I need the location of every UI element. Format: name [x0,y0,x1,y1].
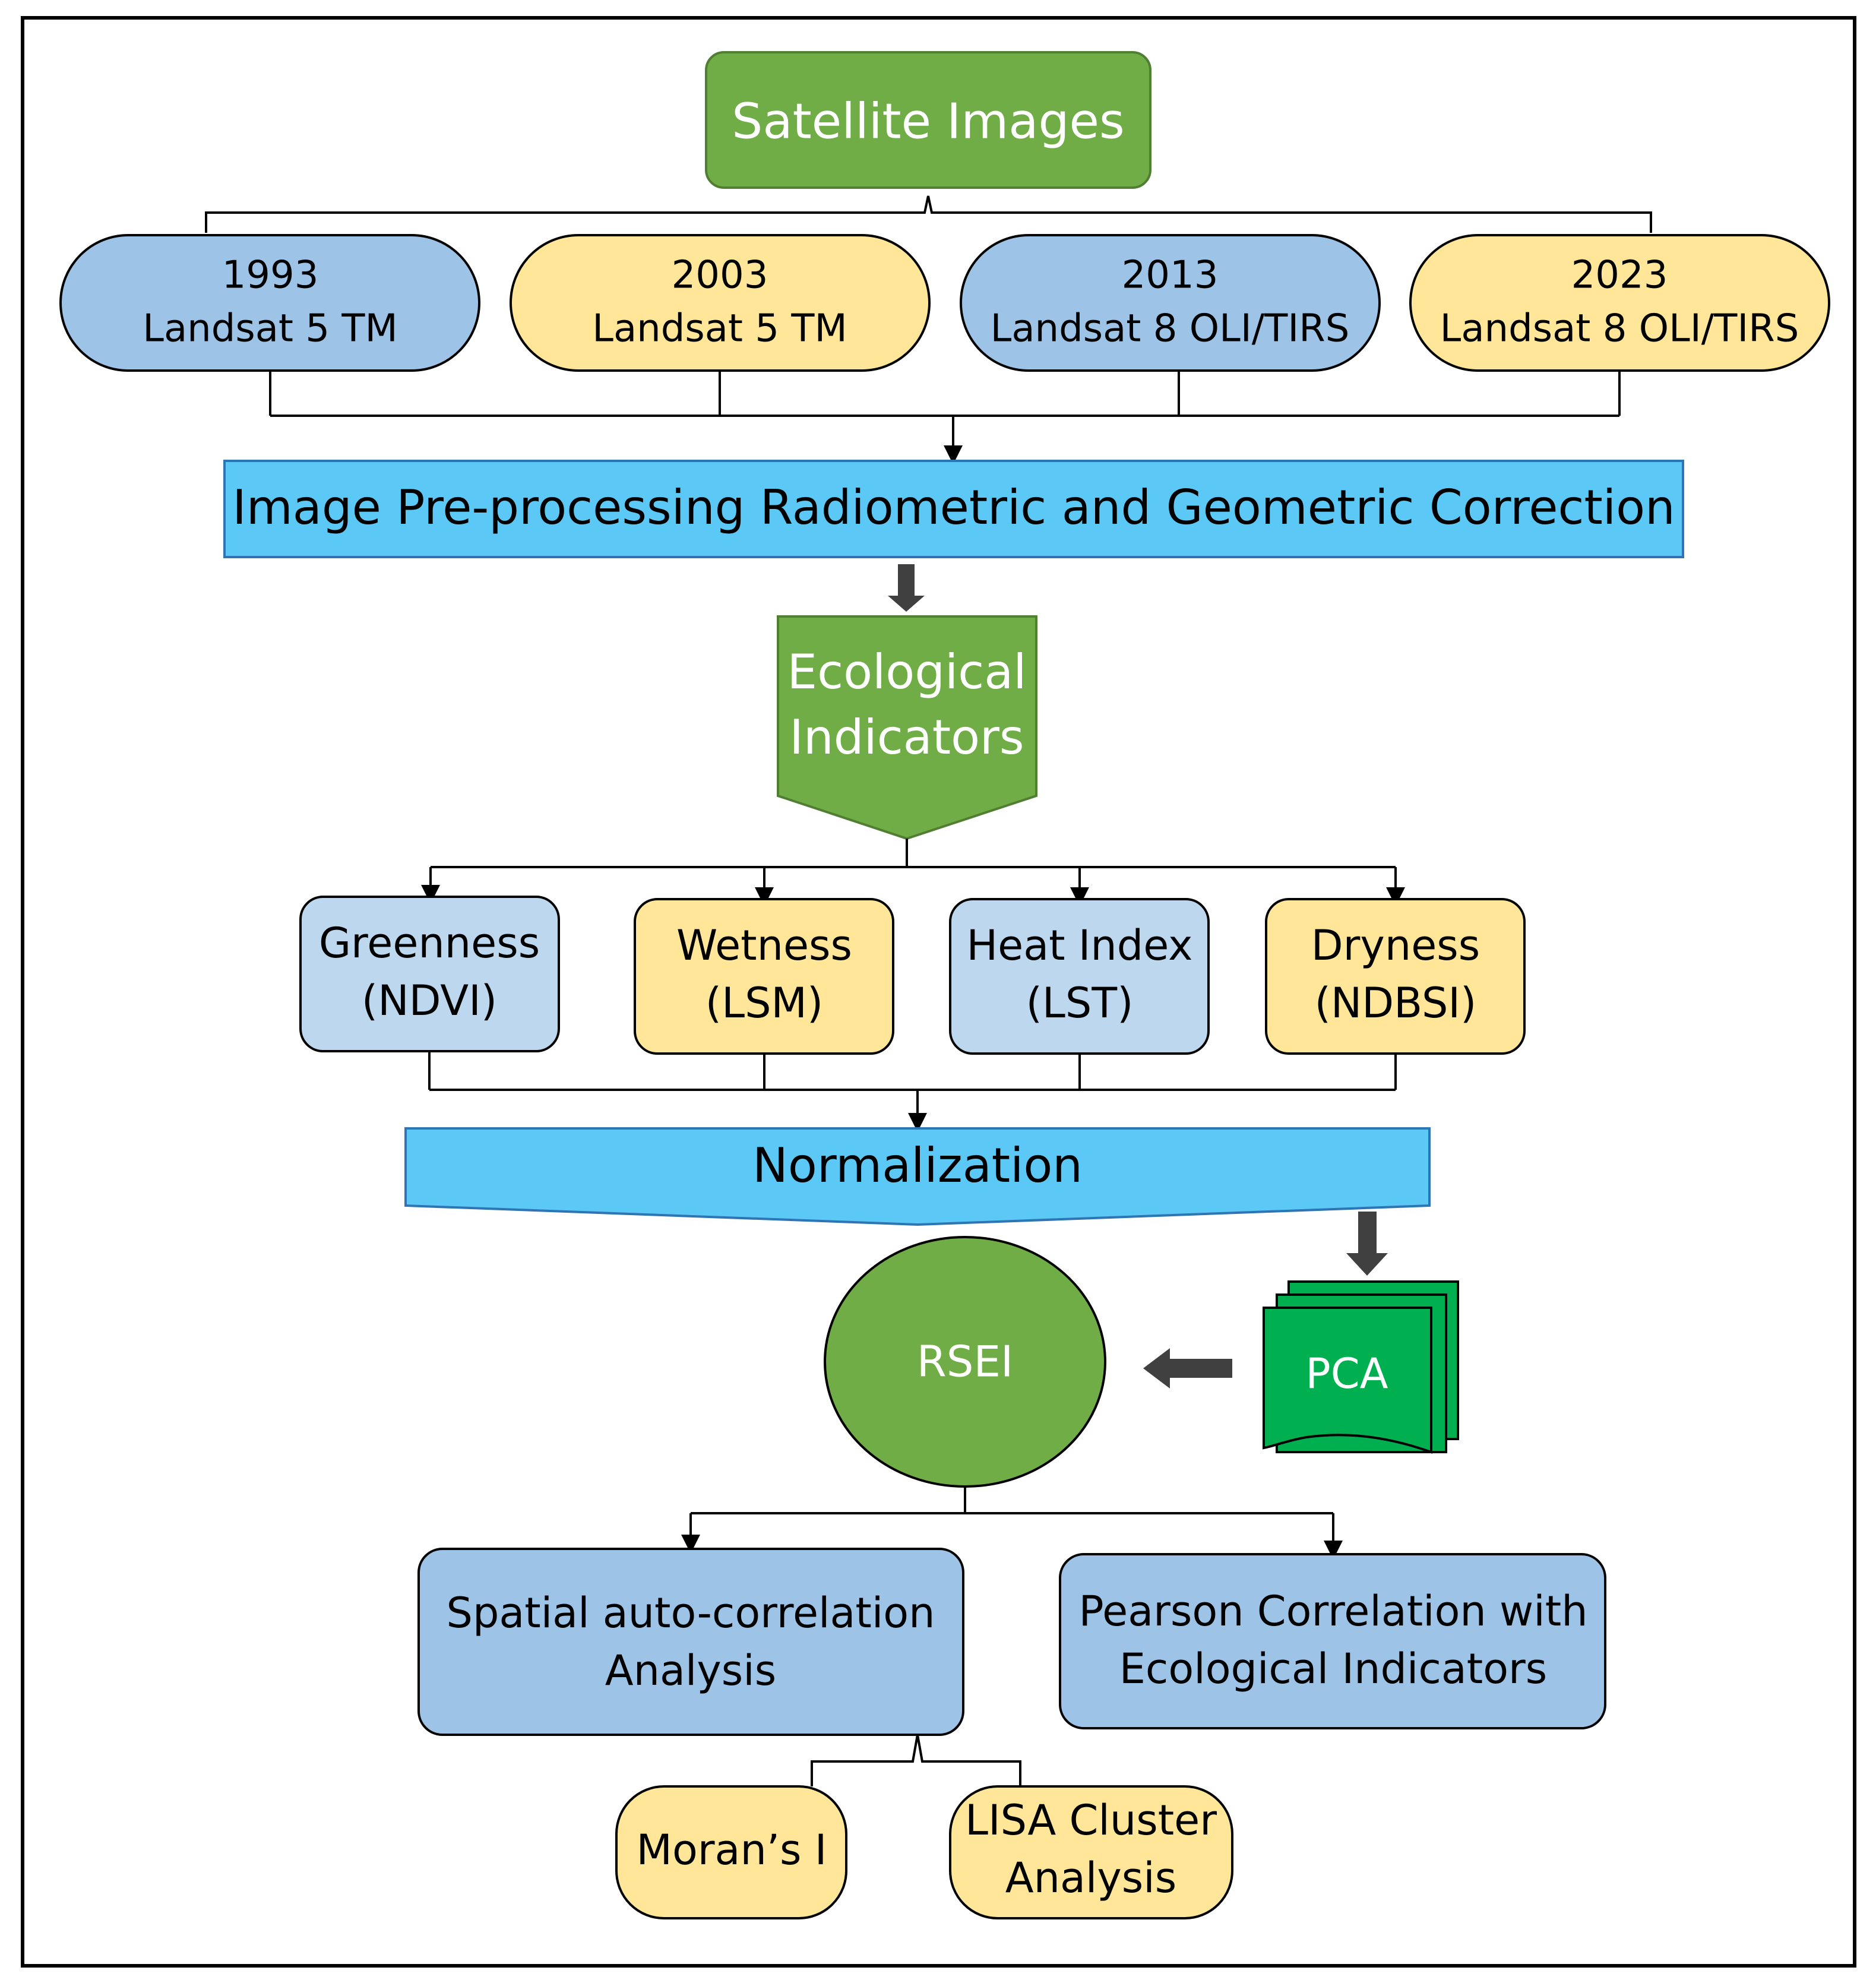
indicator-wetness-code: (LSM) [706,979,823,1027]
spatial-analysis-box: Spatial auto-correlation Analysis [417,1548,964,1736]
morans-i-label: Moran’s I [637,1826,827,1874]
indicator-heat-index: Heat Index (LST) [949,898,1210,1055]
thick-arrow-down-1 [888,564,925,612]
indicator-heat-index-code: (LST) [1026,979,1134,1027]
pca-doc-front [1263,1307,1432,1454]
pca-label: PCA [1306,1349,1388,1398]
indicator-wetness: Wetness (LSM) [634,898,894,1055]
lisa-cluster-line1: LISA Cluster [965,1796,1217,1845]
indicator-dryness: Dryness (NDBSI) [1265,898,1526,1055]
rsei-label: RSEI [917,1337,1013,1387]
ecological-indicators-line1: Ecological [787,644,1027,700]
brace-connector [205,195,1652,233]
analysis-split-connector [681,1487,1343,1560]
preprocessing-shape [223,460,1684,558]
dataset-2023-sensor: Landsat 8 OLI/TIRS [1440,307,1799,351]
satellite-images-label: Satellite Images [732,93,1124,150]
preprocessing-label: Image Pre-processing Radiometric and Geo… [232,480,1675,535]
datasets-merge-connector [269,371,1621,464]
dataset-1993-sensor: Landsat 5 TM [143,307,397,351]
spatial-analysis-line2: Analysis [605,1646,776,1695]
normalization-label: Normalization [752,1138,1083,1193]
dataset-2003-sensor: Landsat 5 TM [592,307,847,351]
pearson-analysis-box: Pearson Correlation with Ecological Indi… [1059,1553,1606,1729]
dataset-2023-year: 2023 [1571,254,1668,298]
satellite-images-shape [705,51,1151,189]
pearson-analysis-line2: Ecological Indicators [1119,1644,1548,1693]
indicator-dryness-code: (NDBSI) [1315,979,1477,1027]
outputs-brace-connector [811,1734,1021,1786]
indicators-split-connector [421,839,1405,906]
morans-i-shape [615,1785,847,1919]
indicator-greenness: Greenness (NDVI) [299,896,560,1052]
dataset-2013-shape [960,234,1381,372]
dataset-2013-year: 2013 [1122,254,1219,298]
ecological-indicators-box: Ecological Indicators [777,615,1037,840]
preprocessing-box: Image Pre-processing Radiometric and Geo… [223,460,1684,558]
indicator-dryness-name: Dryness [1311,921,1480,970]
spatial-analysis-shape [417,1548,964,1736]
indicator-greenness-code: (NDVI) [362,976,497,1025]
satellite-images-box: Satellite Images [705,51,1151,189]
dataset-2003-year: 2003 [672,254,768,298]
indicator-wetness-name: Wetness [676,921,852,970]
lisa-cluster-box: LISA Cluster Analysis [949,1785,1233,1919]
dataset-2023: 2023 Landsat 8 OLI/TIRS [1409,234,1830,372]
dataset-1993-year: 1993 [222,254,319,298]
normalization-box: Normalization [404,1127,1431,1226]
normalization-shape [404,1127,1431,1226]
spatial-analysis-line1: Spatial auto-correlation [447,1589,935,1637]
indicator-heat-index-name: Heat Index [966,921,1192,970]
thick-arrow-left [1143,1348,1232,1389]
rsei-node: RSEI [824,1236,1106,1488]
dataset-2013-sensor: Landsat 8 OLI/TIRS [991,307,1350,351]
pearson-analysis-shape [1059,1553,1606,1729]
ecological-indicators-line2: Indicators [789,710,1024,765]
thick-arrow-down-2 [1346,1212,1388,1276]
ecological-indicators-shape [777,615,1037,840]
dataset-2003: 2003 Landsat 5 TM [510,234,931,372]
dataset-2013: 2013 Landsat 8 OLI/TIRS [960,234,1381,372]
lisa-cluster-line2: Analysis [1005,1854,1176,1902]
indicators-merge-connector [428,1051,1397,1132]
pearson-analysis-line1: Pearson Correlation with [1078,1587,1587,1636]
pca-documents: PCA [1263,1280,1459,1454]
morans-i-box: Moran’s I [615,1785,847,1919]
indicator-greenness-name: Greenness [319,919,540,967]
lisa-cluster-shape [949,1785,1233,1919]
dataset-1993: 1993 Landsat 5 TM [59,234,480,372]
